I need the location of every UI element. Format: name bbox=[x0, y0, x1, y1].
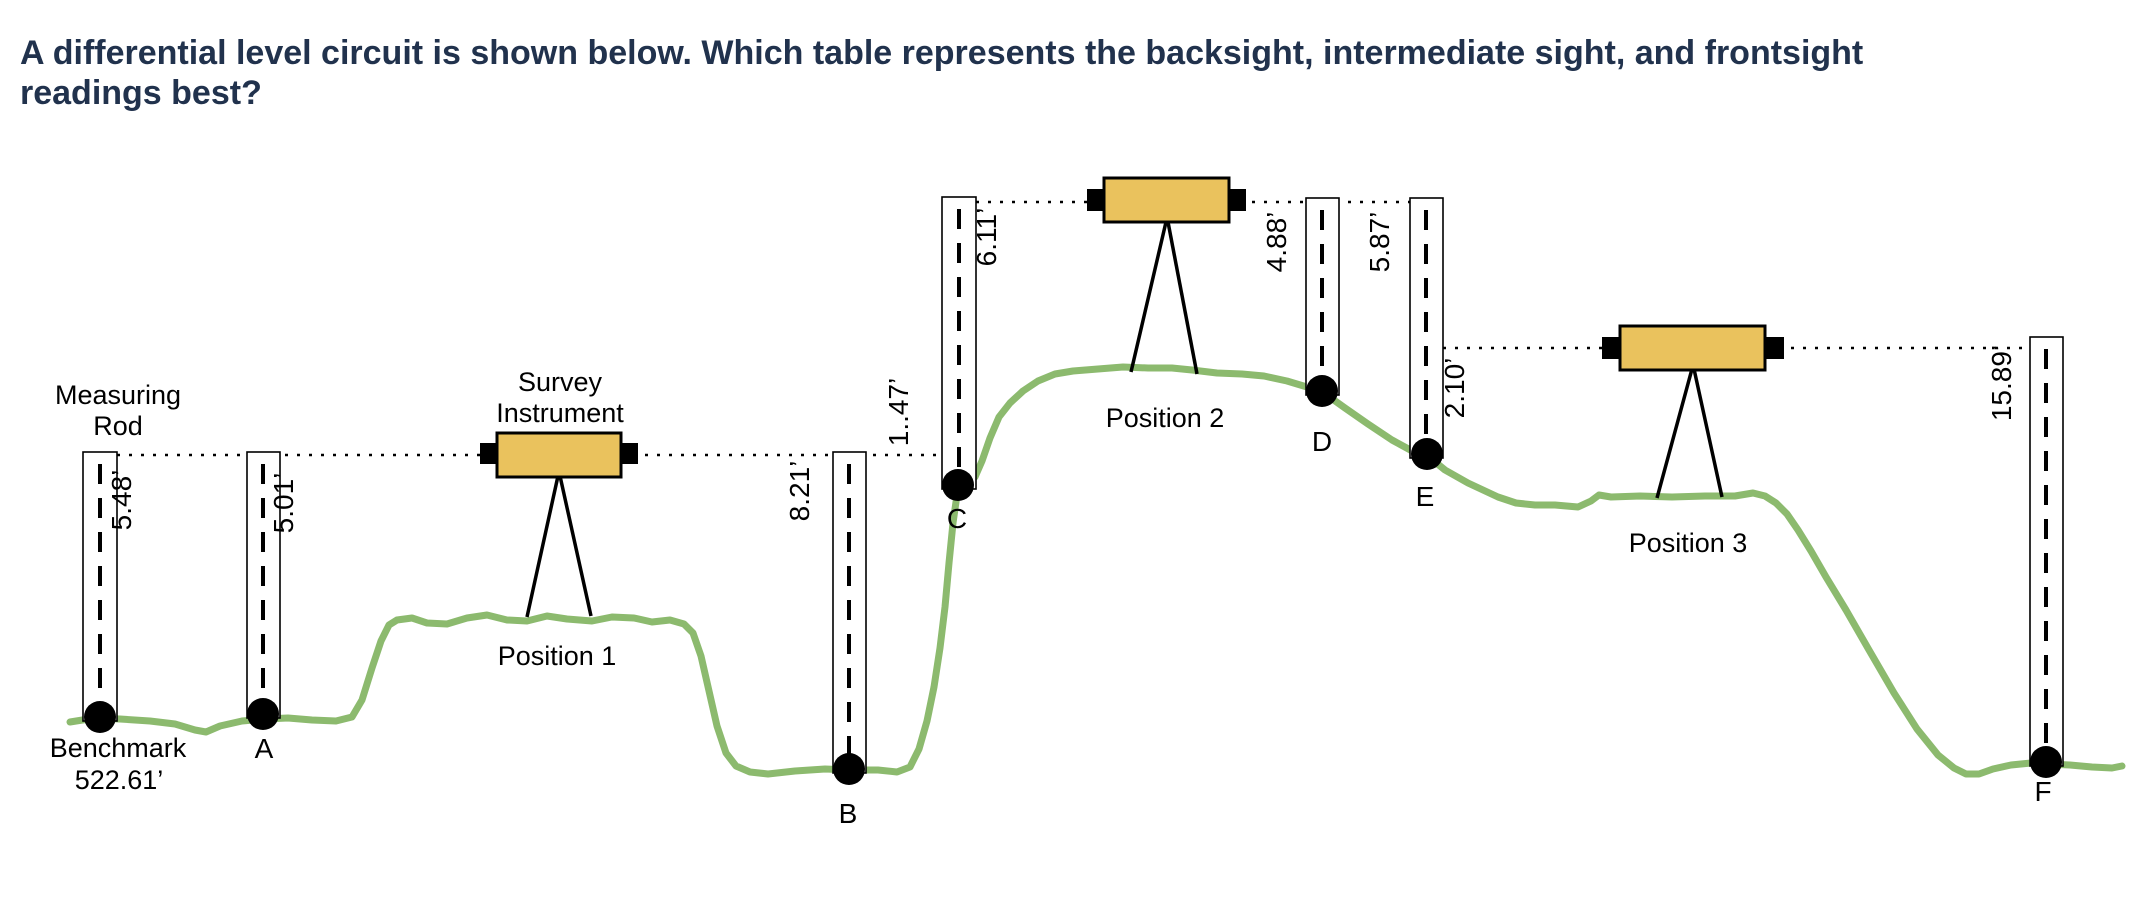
instrument-knob-right bbox=[620, 443, 638, 464]
ground-point-e bbox=[1411, 438, 1443, 470]
rod-a-reading: 5.01’ bbox=[268, 473, 299, 534]
tripod-leg-right bbox=[1692, 368, 1724, 498]
instrument-body bbox=[1618, 324, 1767, 372]
instrument-knob-right bbox=[1228, 189, 1246, 211]
rod-e-reading-2: 2.10’ bbox=[1439, 358, 1470, 419]
position-1-label: Position 1 bbox=[498, 641, 617, 671]
rod-e bbox=[1409, 197, 1444, 470]
survey-instrument-label-line-2: Instrument bbox=[496, 398, 624, 428]
survey-instrument-position-2 bbox=[1087, 176, 1246, 375]
position-3-label: Position 3 bbox=[1629, 528, 1748, 558]
ground-point-f bbox=[2030, 746, 2062, 778]
ground-point-c bbox=[942, 469, 974, 501]
instrument-knob-left bbox=[1602, 337, 1620, 359]
survey-instrument-label-line-1: Survey bbox=[518, 367, 603, 397]
instrument-body bbox=[495, 431, 623, 479]
survey-instrument-position-1 bbox=[480, 431, 638, 618]
rod-d bbox=[1305, 197, 1340, 407]
benchmark-elevation-label: 522.61’ bbox=[75, 765, 164, 795]
rod-benchmark bbox=[82, 451, 118, 733]
ground-point-b bbox=[833, 753, 865, 785]
point-label-d: D bbox=[1312, 426, 1332, 457]
point-label-e: E bbox=[1416, 481, 1435, 512]
point-label-c: C bbox=[947, 503, 967, 534]
instrument-knob-right bbox=[1765, 337, 1784, 359]
rod-c bbox=[941, 196, 977, 501]
survey-instrument-position-3 bbox=[1602, 324, 1784, 499]
benchmark-label: Benchmark bbox=[50, 733, 187, 763]
tripod-leg-left bbox=[1655, 368, 1694, 499]
ground-point-a bbox=[247, 698, 279, 730]
rod-e-reading-1: 5.87’ bbox=[1364, 212, 1395, 273]
point-label-f: F bbox=[2034, 776, 2051, 807]
instrument-body bbox=[1102, 176, 1231, 224]
question-title-line-2: readings best? bbox=[20, 74, 262, 112]
rod-f-reading: 15.89’ bbox=[1986, 345, 2017, 421]
point-label-b: B bbox=[839, 798, 858, 829]
instrument-knob-left bbox=[1087, 189, 1105, 211]
rod-c-reading-2: 6.11’ bbox=[971, 208, 1002, 267]
rod-benchmark-reading: 5.48’ bbox=[106, 470, 137, 531]
tripod-leg-right bbox=[558, 475, 593, 617]
position-2-label: Position 2 bbox=[1106, 403, 1225, 433]
ground-point-benchmark bbox=[84, 701, 116, 733]
rod-b bbox=[832, 451, 867, 785]
rod-d-reading: 4.88’ bbox=[1261, 212, 1292, 273]
rod-b-reading: 8.21’ bbox=[784, 461, 815, 522]
tripod-leg-left bbox=[1129, 221, 1168, 373]
rod-c-reading-1: 1..47’ bbox=[883, 378, 914, 447]
question-title-line-1: A differential level circuit is shown be… bbox=[20, 34, 1863, 72]
rod-a bbox=[246, 451, 281, 730]
rod-f bbox=[2029, 336, 2064, 778]
point-label-a: A bbox=[255, 733, 274, 764]
ground-point-d bbox=[1306, 375, 1338, 407]
measuring-rod-label-line-2: Rod bbox=[93, 411, 143, 441]
tripod-leg-left bbox=[525, 475, 560, 618]
measuring-rod-label-line-1: Measuring bbox=[55, 380, 181, 410]
instrument-knob-left bbox=[480, 443, 498, 464]
tripod-leg-right bbox=[1166, 221, 1199, 375]
terrain-profile-line bbox=[66, 363, 2126, 778]
